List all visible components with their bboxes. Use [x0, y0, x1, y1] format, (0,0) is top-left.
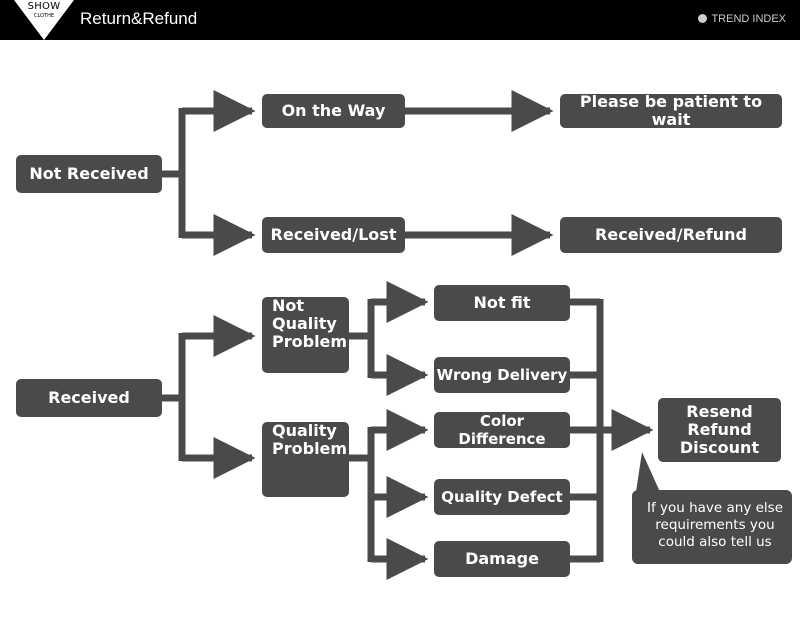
page-title: Return&Refund	[80, 9, 198, 28]
note-text: If you have any else requirements you co…	[640, 500, 790, 551]
node-not-fit: Not fit	[434, 285, 570, 321]
note-line-3: could also tell us	[658, 534, 772, 550]
node-label-line-2: Problem	[272, 439, 348, 458]
node-label-line-2: Quality	[272, 314, 337, 333]
node-label-line-1: Resend	[686, 402, 753, 421]
logo-triangle	[14, 0, 74, 40]
note-bubble	[632, 490, 792, 564]
node-received-refund: Received/Refund	[560, 217, 782, 253]
node-received-lost: Received/Lost	[262, 217, 405, 253]
note-line-1: If you have any else	[646, 500, 784, 516]
node-label: Received/Refund	[595, 225, 747, 244]
node-label: Color Difference	[458, 412, 546, 448]
node-wrong-delivery: Wrong Delivery	[434, 357, 570, 393]
node-not-received: Not Received	[16, 155, 162, 193]
node-quality-problem: Quality Problem	[262, 422, 349, 497]
logo-subtext: CLOTHE	[33, 13, 54, 19]
node-not-quality-problem: Not Quality Problem	[262, 297, 349, 373]
node-received: Received	[16, 379, 162, 417]
node-label: Not fit	[473, 293, 531, 312]
node-label: Not Received	[29, 164, 149, 183]
header-bar: SHOW CLOTHE Return&Refund TREND INDEX	[0, 0, 800, 40]
node-quality-defect: Quality Defect	[434, 479, 570, 515]
note-line-2: requirements you	[655, 517, 775, 533]
node-label: Damage	[465, 549, 539, 568]
brand-label: TREND INDEX	[698, 13, 786, 25]
node-color-difference: Color Difference	[434, 412, 570, 448]
brand-text: TREND INDEX	[711, 13, 786, 25]
node-label: Received/Lost	[270, 225, 397, 244]
node-label-line-1: Not	[272, 296, 305, 315]
node-please-wait: Please be patient to wait	[560, 92, 782, 129]
brand-icon	[698, 14, 708, 23]
node-label-line-2: Refund	[687, 420, 752, 439]
logo-text: SHOW	[27, 1, 61, 12]
node-on-the-way: On the Way	[262, 94, 405, 128]
node-label-line-1: Quality	[272, 421, 337, 440]
node-label: Wrong Delivery	[436, 366, 568, 384]
node-damage: Damage	[434, 541, 570, 577]
bubble-pointer	[636, 452, 660, 492]
node-label-line-3: Problem	[272, 332, 348, 351]
node-label: Received	[48, 388, 130, 407]
node-label-line-3: Discount	[679, 438, 760, 457]
node-label: Please be patient to wait	[579, 92, 763, 129]
node-label: On the Way	[281, 101, 386, 120]
node-resolution: Resend Refund Discount	[658, 398, 781, 462]
node-label: Quality Defect	[441, 488, 563, 506]
